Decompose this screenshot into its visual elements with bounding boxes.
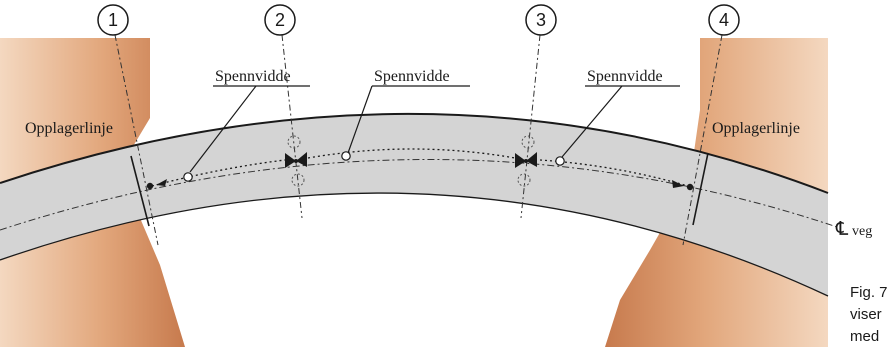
leader-circle-3 bbox=[555, 156, 565, 166]
deck-top-edge bbox=[0, 112, 829, 194]
svg-text:2: 2 bbox=[275, 10, 285, 30]
bearing-circle-3-lower bbox=[517, 173, 531, 187]
caption-line-3: med bbox=[850, 328, 879, 345]
caption-line-2: viser bbox=[850, 306, 882, 323]
span-dimension-1 bbox=[151, 159, 286, 187]
span-label-1: Spennvidde bbox=[215, 68, 291, 85]
span-end-dot-left bbox=[146, 182, 154, 190]
support-label-right: Opplagerlinje bbox=[712, 120, 800, 137]
leader-line-1 bbox=[189, 85, 257, 173]
axis-marker-4: 4 bbox=[708, 4, 740, 36]
svg-text:4: 4 bbox=[719, 10, 729, 30]
bearing-circle-3-upper bbox=[521, 135, 535, 149]
span-end-dot-right bbox=[686, 183, 694, 191]
support-label-left: Opplagerlinje bbox=[25, 120, 113, 137]
centerline-symbol: ℄ bbox=[835, 219, 849, 240]
bridge-deck bbox=[0, 113, 828, 296]
leader-line-3 bbox=[561, 85, 623, 158]
svg-text:1: 1 bbox=[108, 10, 118, 30]
axis-line-4 bbox=[682, 34, 723, 246]
arrowhead-left-in bbox=[156, 179, 167, 186]
arrowhead-right-in bbox=[672, 180, 684, 188]
axis-marker-1: 1 bbox=[97, 4, 129, 36]
axis-line-1 bbox=[114, 34, 159, 246]
road-centerline bbox=[0, 159, 841, 231]
bowtie-2 bbox=[285, 152, 307, 168]
axis-marker-3: 3 bbox=[525, 4, 557, 36]
leader-circle-1 bbox=[183, 172, 193, 182]
axis-marker-2: 2 bbox=[264, 4, 296, 36]
bearing-circle-2-upper bbox=[287, 135, 301, 149]
span-label-2: Spennvidde bbox=[374, 68, 450, 85]
span-dimension-2 bbox=[307, 148, 516, 159]
centerline-subscript: veg bbox=[852, 224, 872, 239]
span-dimension-3 bbox=[539, 159, 689, 187]
caption-line-1: Fig. 7 bbox=[850, 284, 887, 301]
bearing-circle-2-lower bbox=[291, 173, 305, 187]
svg-text:3: 3 bbox=[536, 10, 546, 30]
span-label-3: Spennvidde bbox=[587, 68, 663, 85]
axis-line-2 bbox=[281, 34, 303, 219]
left-support-line bbox=[130, 155, 150, 227]
axis-line-3 bbox=[520, 34, 541, 219]
right-support-line bbox=[692, 152, 709, 226]
bowtie-3 bbox=[515, 152, 537, 168]
leader-line-2 bbox=[347, 85, 373, 154]
deck-bottom-edge bbox=[0, 192, 829, 297]
leader-circle-2 bbox=[341, 151, 351, 161]
